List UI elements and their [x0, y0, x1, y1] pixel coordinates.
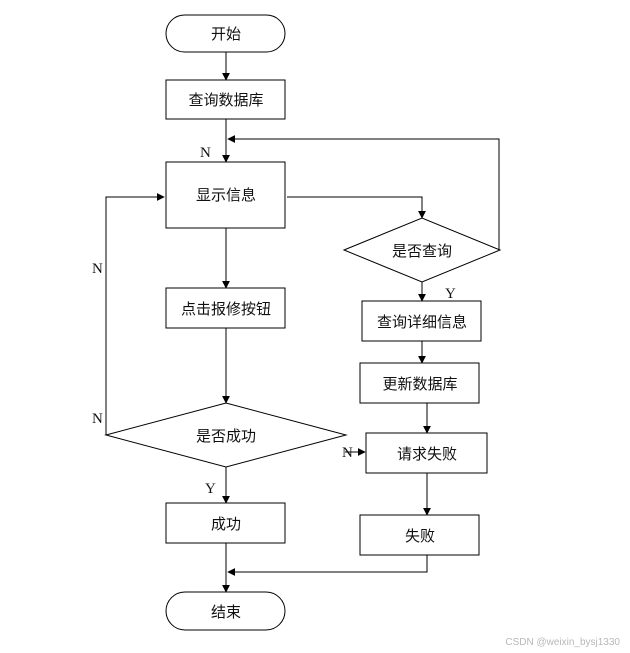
query-db-label: 查询数据库: [188, 91, 263, 109]
node-success: 成功: [165, 502, 286, 544]
update-db-label: 更新数据库: [382, 375, 457, 393]
is-success-diamond: [104, 402, 348, 468]
request-fail-box: [365, 432, 488, 474]
edge-label-n-loop-in: N: [200, 145, 211, 161]
request-fail-label: 请求失败: [397, 445, 457, 463]
fail-box: [359, 514, 480, 556]
edge-label-n-left-bottom: N: [92, 411, 103, 427]
edge-label-n-left-side: N: [92, 261, 103, 277]
node-is-query: 是否查询: [342, 217, 502, 283]
start-terminator: [165, 14, 286, 53]
node-query-detail: 查询详细信息: [361, 300, 482, 342]
watermark-text: CSDN @weixin_bysj1330: [505, 637, 620, 648]
success-label: 成功: [211, 515, 241, 533]
is-success-label: 是否成功: [196, 427, 256, 445]
edge-show-info-to-is-query: [287, 196, 426, 219]
node-is-success: 是否成功: [104, 402, 348, 468]
start-label: 开始: [211, 25, 241, 43]
node-update-db: 更新数据库: [359, 362, 480, 404]
node-request-fail: 请求失败: [365, 432, 488, 474]
edge-fail-to-end: [227, 555, 428, 576]
edge-label-y-success-down: Y: [205, 481, 216, 497]
node-click-repair: 点击报修按钮: [165, 287, 286, 329]
edge-label-n-success-right: N: [342, 445, 353, 461]
node-show-info: 显示信息: [165, 161, 286, 229]
show-info-label: 显示信息: [196, 186, 256, 204]
end-label: 结束: [211, 603, 241, 621]
edge-is-success-no-loop: [105, 193, 165, 435]
end-terminator: [165, 591, 286, 631]
is-query-label: 是否查询: [392, 242, 452, 260]
click-repair-label: 点击报修按钮: [181, 300, 271, 318]
success-box: [165, 502, 286, 544]
node-end: 结束: [165, 591, 286, 631]
click-repair-box: [165, 287, 286, 329]
edge-label-y-query: Y: [445, 286, 456, 302]
query-db-box: [165, 79, 286, 120]
node-query-db: 查询数据库: [165, 79, 286, 120]
connectors: [105, 52, 500, 593]
show-info-box: [165, 161, 286, 229]
query-detail-box: [361, 300, 482, 342]
is-query-diamond: [342, 217, 502, 283]
node-fail: 失败: [359, 514, 480, 556]
fail-label: 失败: [405, 527, 435, 545]
edge-is-query-no-loop: [227, 135, 500, 250]
node-start: 开始: [165, 14, 286, 53]
query-detail-label: 查询详细信息: [377, 313, 467, 331]
update-db-box: [359, 362, 480, 404]
